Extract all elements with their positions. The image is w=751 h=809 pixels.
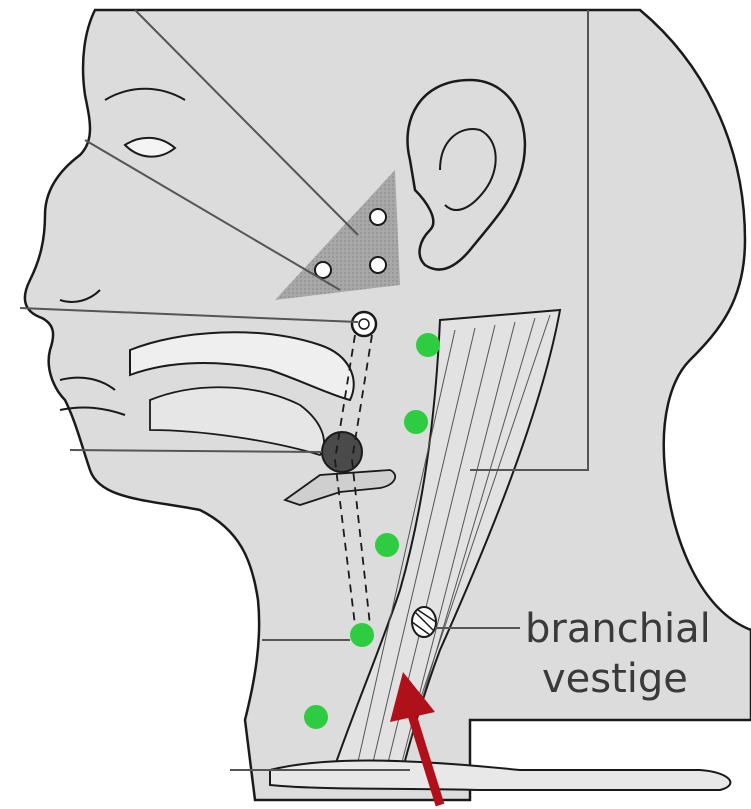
green-dot-icon: [416, 333, 440, 357]
parotid-node-3: [370, 257, 386, 273]
green-dot-icon: [404, 410, 428, 434]
green-dot-icon: [304, 705, 328, 729]
clavicle: [270, 761, 730, 790]
branchial-vestige-structure: [412, 607, 436, 637]
vestige-label: vestige: [542, 656, 688, 702]
parotid-node-1: [370, 209, 386, 225]
green-dot-icon: [375, 533, 399, 557]
branchial-label: branchial: [525, 606, 711, 652]
jugulodigastric-node-center: [359, 319, 369, 329]
green-dot-icon: [350, 623, 374, 647]
